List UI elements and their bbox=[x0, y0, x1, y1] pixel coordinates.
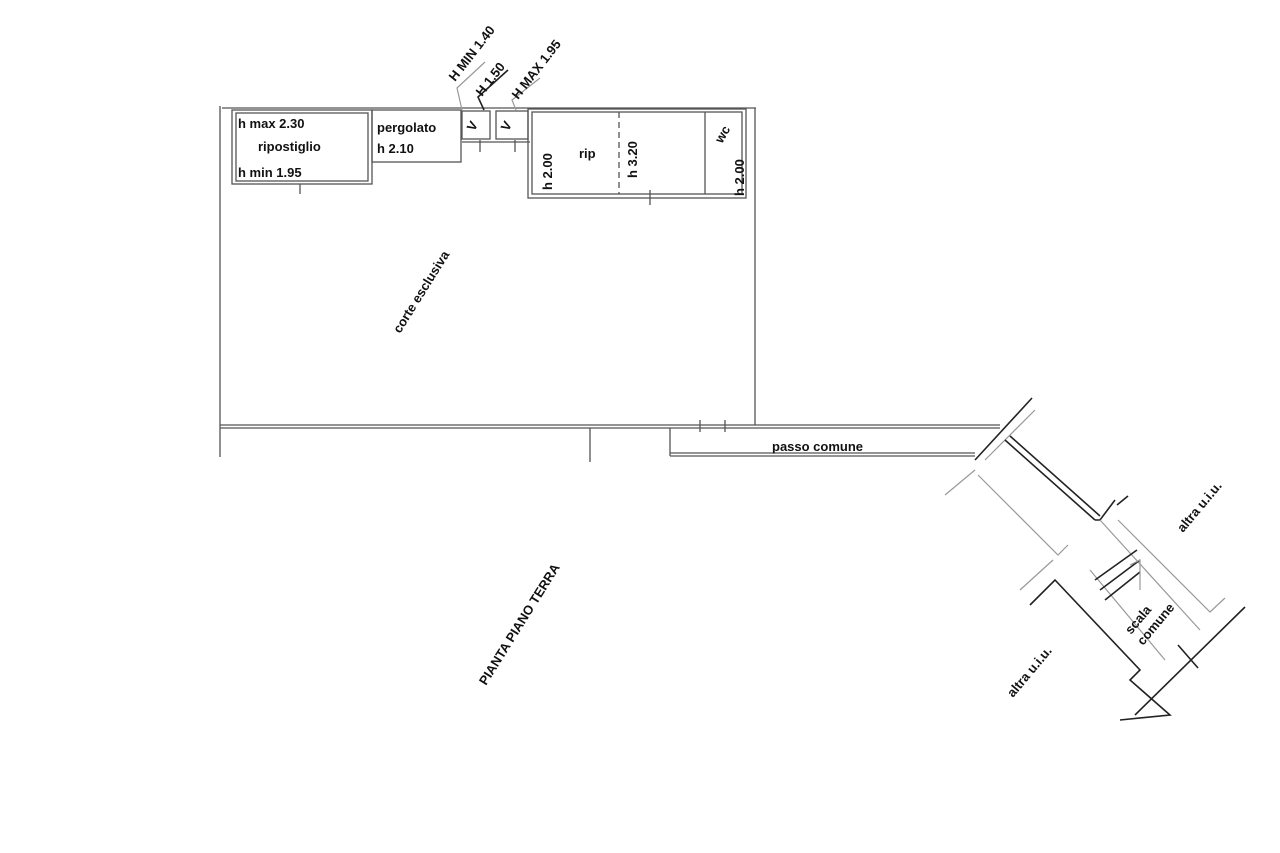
pergolato-label: pergolato bbox=[377, 120, 436, 135]
wc-label: wc bbox=[711, 123, 733, 146]
pergolato-height: h 2.10 bbox=[377, 141, 414, 156]
rip-wc-room bbox=[527, 108, 747, 205]
altra-uiu-bottom: altra u.i.u. bbox=[1004, 643, 1055, 700]
h-label: H 1.50 bbox=[473, 59, 508, 98]
small-rooms bbox=[456, 61, 541, 152]
h-max-label: H MAX 1.95 bbox=[509, 37, 564, 102]
corte-label: corte esclusiva bbox=[390, 247, 453, 335]
rip-label: rip bbox=[579, 146, 596, 161]
pergolato-room bbox=[371, 109, 462, 163]
stair-block bbox=[944, 397, 1246, 721]
rip-height-right: h 3.20 bbox=[625, 141, 640, 178]
altra-uiu-top: altra u.i.u. bbox=[1174, 478, 1225, 535]
rip-height-left: h 2.00 bbox=[540, 153, 555, 190]
ripostiglio-hmin: h min 1.95 bbox=[238, 165, 302, 180]
passo-label: passo comune bbox=[772, 439, 863, 454]
small-room-mark: V bbox=[464, 118, 481, 133]
wc-height: h 2.00 bbox=[732, 159, 747, 196]
small-room-mark: V bbox=[498, 118, 515, 133]
corte-walls bbox=[219, 106, 1000, 462]
ripostiglio-label: ripostiglio bbox=[258, 139, 321, 154]
plan-title: PIANTA PIANO TERRA bbox=[476, 560, 563, 687]
ripostiglio-hmax: h max 2.30 bbox=[238, 116, 305, 131]
